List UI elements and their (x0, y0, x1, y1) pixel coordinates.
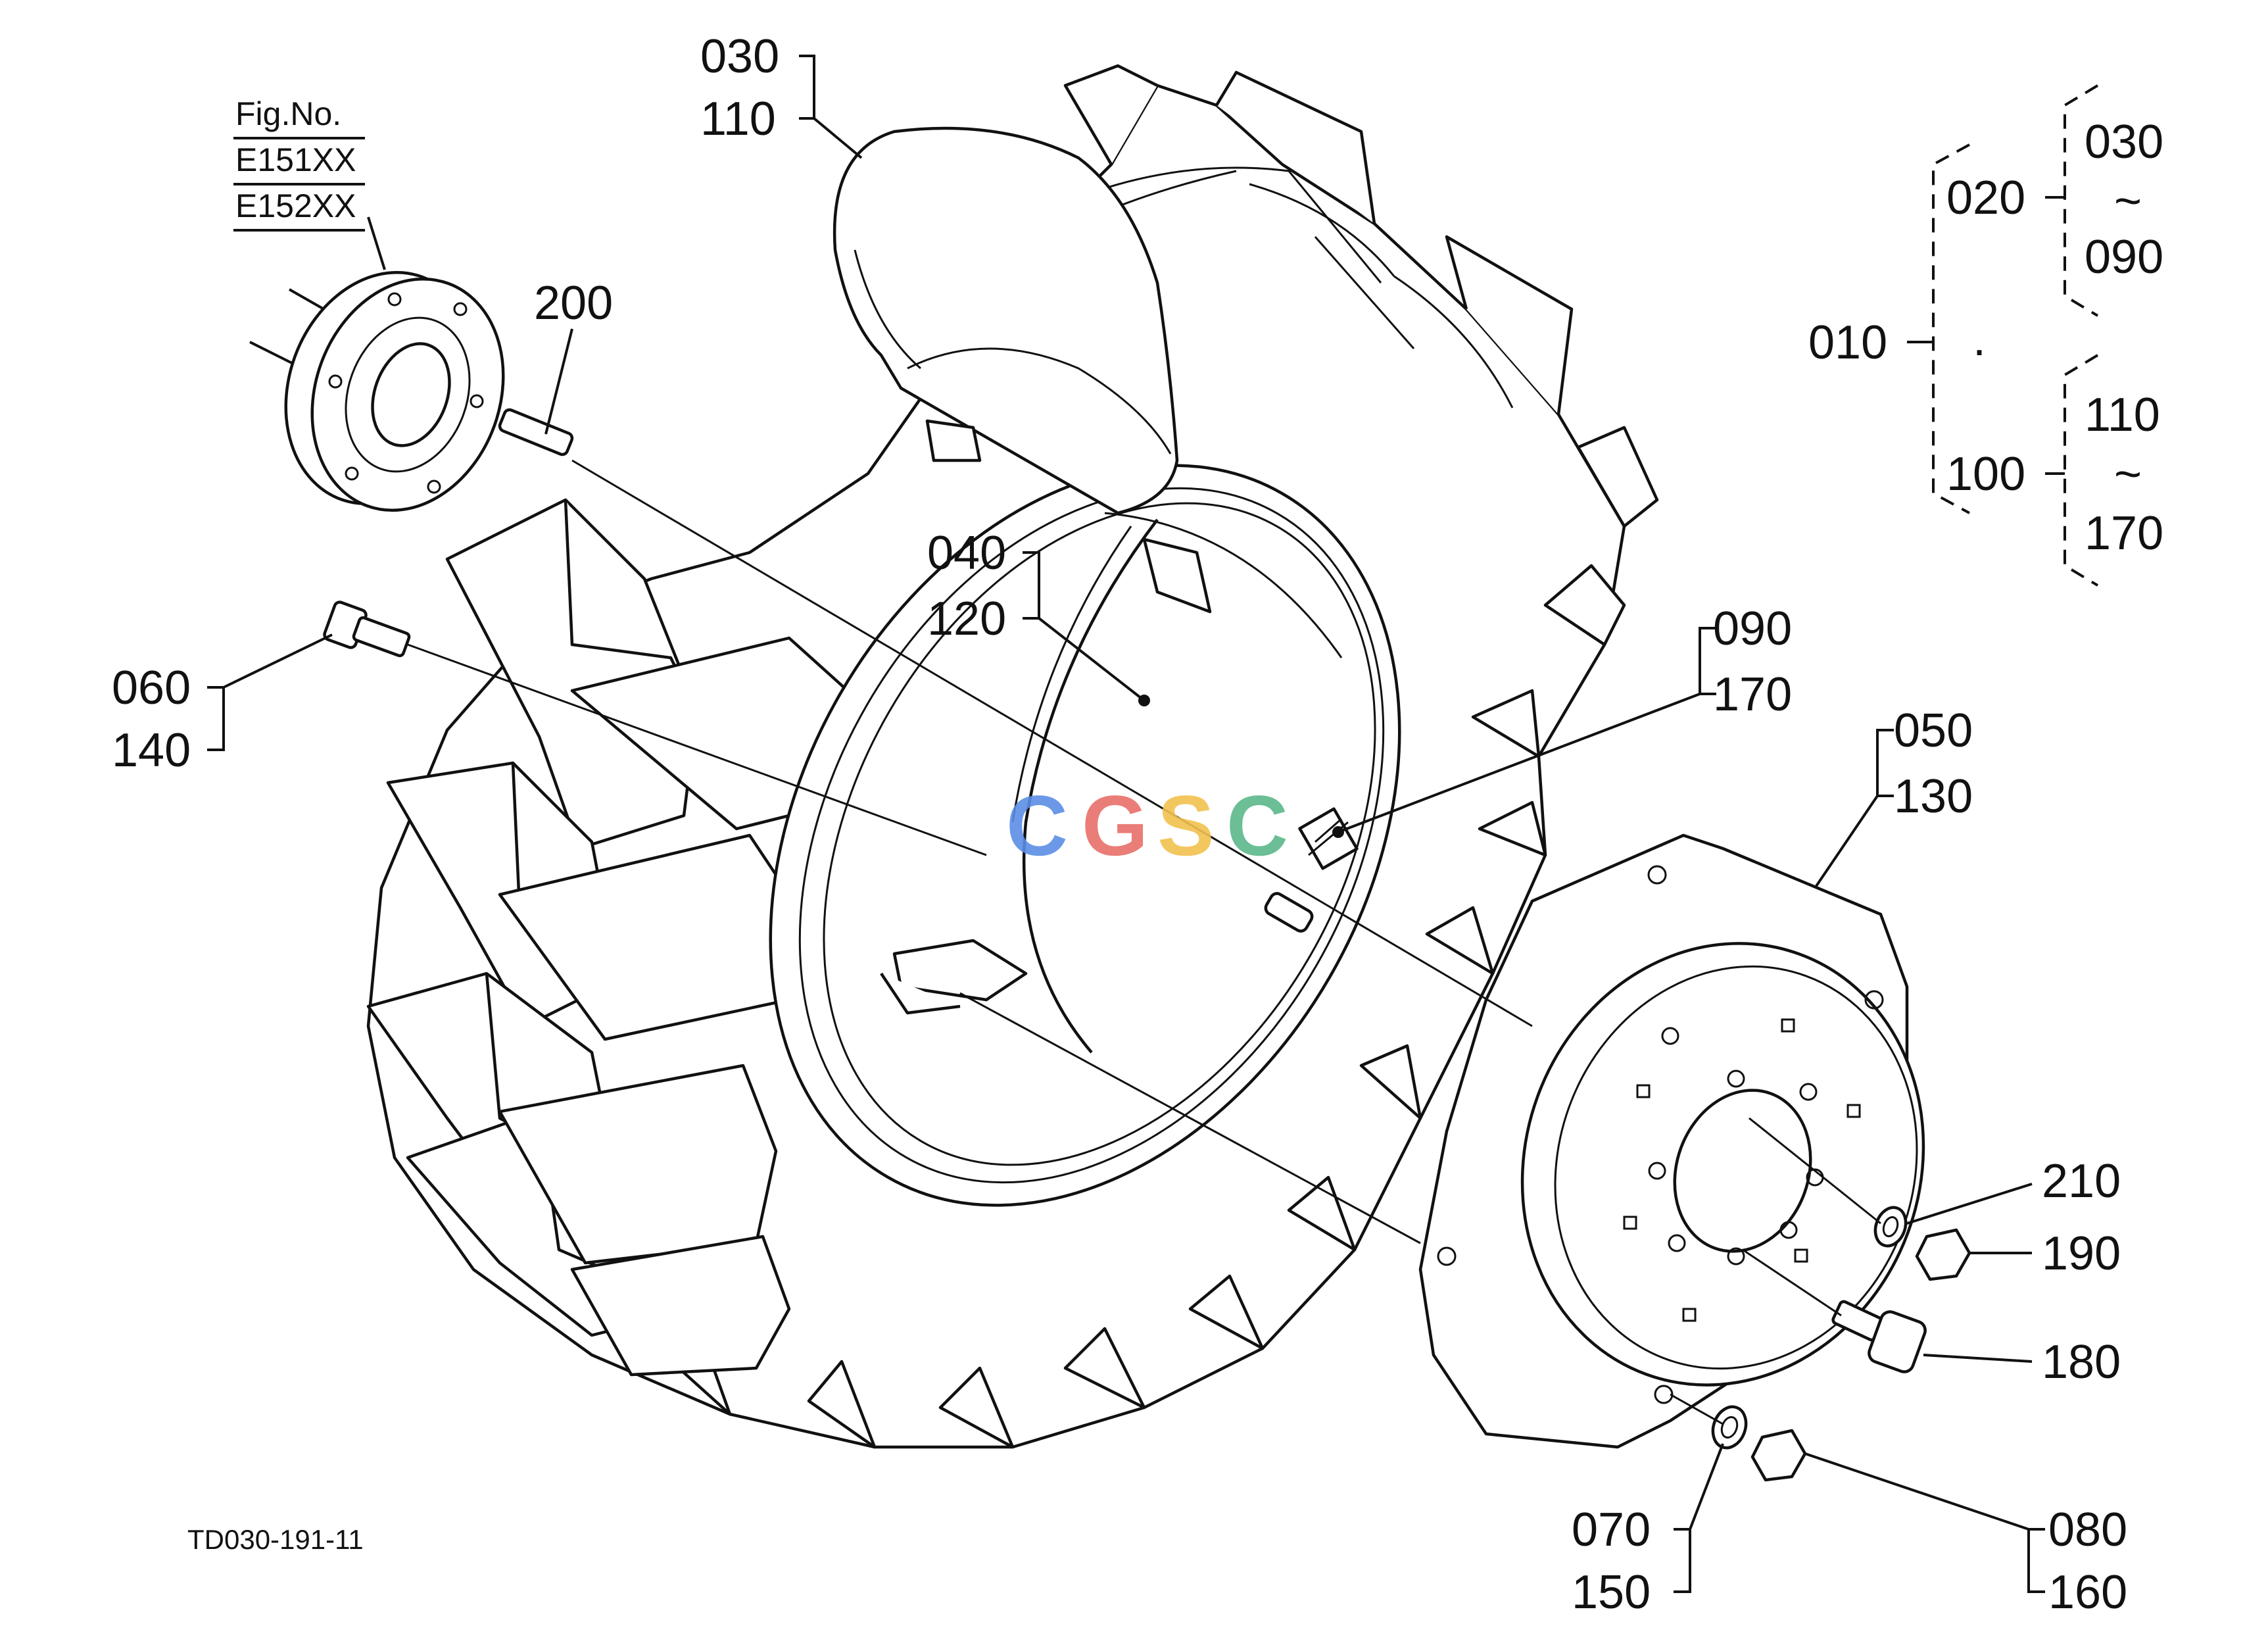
callout-label: 200 (534, 277, 613, 330)
callout-label: 140 (112, 724, 191, 777)
callout-label: 190 (2042, 1227, 2121, 1280)
fig-code-2: E152XX (235, 187, 356, 224)
callout-030-110: 030 110 (700, 30, 779, 145)
callout-label: 030 (700, 30, 779, 83)
fig-number-block: Fig.No. E151XX E152XX (233, 95, 365, 232)
legend: 010 020 030 ~ 090 . 100 110 ~ 170 (1808, 116, 2163, 560)
callout-050-130: 050 130 (1894, 704, 1973, 823)
callout-090-170: 090 170 (1713, 602, 1792, 721)
callout-label: 150 (1572, 1566, 1651, 1619)
watermark-letter: C (1226, 777, 1288, 873)
watermark: C G S C (1006, 777, 1288, 873)
fig-code-1: E151XX (235, 141, 356, 178)
legend-group-a-tilde: ~ (2114, 175, 2142, 228)
callout-060-140: 060 140 (112, 662, 191, 777)
legend-group-b-from: 110 (2085, 389, 2160, 441)
bolt-060 (323, 601, 411, 658)
callout-label: 060 (112, 662, 191, 714)
callout-label: 070 (1572, 1504, 1651, 1556)
legend-group-a-from: 030 (2085, 116, 2163, 168)
callout-180: 180 (2042, 1336, 2121, 1389)
callout-label: 050 (1894, 704, 1973, 757)
callout-label: 210 (2042, 1155, 2121, 1208)
callout-080-160: 080 160 (2048, 1504, 2127, 1619)
legend-dot: . (1973, 313, 1986, 366)
callout-label: 120 (927, 593, 1006, 645)
callout-070-150: 070 150 (1572, 1504, 1651, 1619)
callout-label: 110 (700, 93, 776, 145)
callout-label: 080 (2048, 1504, 2127, 1556)
assembly-lines (407, 459, 1881, 1425)
callout-label: 160 (2048, 1566, 2127, 1619)
legend-group-b-code: 100 (1946, 448, 2025, 501)
wheel-disc (1418, 833, 1925, 1449)
valve-parts (1138, 695, 1359, 933)
leader-lines (207, 55, 2045, 1593)
legend-group-b-tilde: ~ (2114, 448, 2142, 501)
drawing-id: TD030-191-11 (187, 1524, 364, 1555)
callout-210: 210 (2042, 1155, 2121, 1208)
callout-label: 170 (1713, 668, 1792, 721)
stud-bolt (498, 408, 574, 456)
callout-label: 040 (927, 527, 1006, 579)
callout-label: 180 (2042, 1336, 2121, 1389)
legend-top-code: 010 (1808, 316, 1887, 369)
hardware-right (1711, 1206, 1971, 1482)
rim-half-section (832, 126, 1212, 1054)
callout-label: 090 (1713, 602, 1792, 655)
callout-190: 190 (2042, 1227, 2121, 1280)
watermark-letter: S (1157, 777, 1215, 873)
watermark-letter: G (1082, 777, 1148, 873)
fig-heading: Fig.No. (235, 95, 341, 132)
legend-brackets (1907, 84, 2099, 587)
legend-group-a-to: 090 (2085, 231, 2163, 283)
watermark-letter: C (1006, 777, 1068, 873)
legend-group-a-code: 020 (1946, 172, 2025, 224)
callout-040-120: 040 120 (927, 527, 1006, 645)
axle-flange (249, 270, 505, 512)
callout-label: 130 (1894, 770, 1973, 823)
legend-group-b-to: 170 (2085, 507, 2163, 560)
callout-200: 200 (534, 277, 613, 330)
